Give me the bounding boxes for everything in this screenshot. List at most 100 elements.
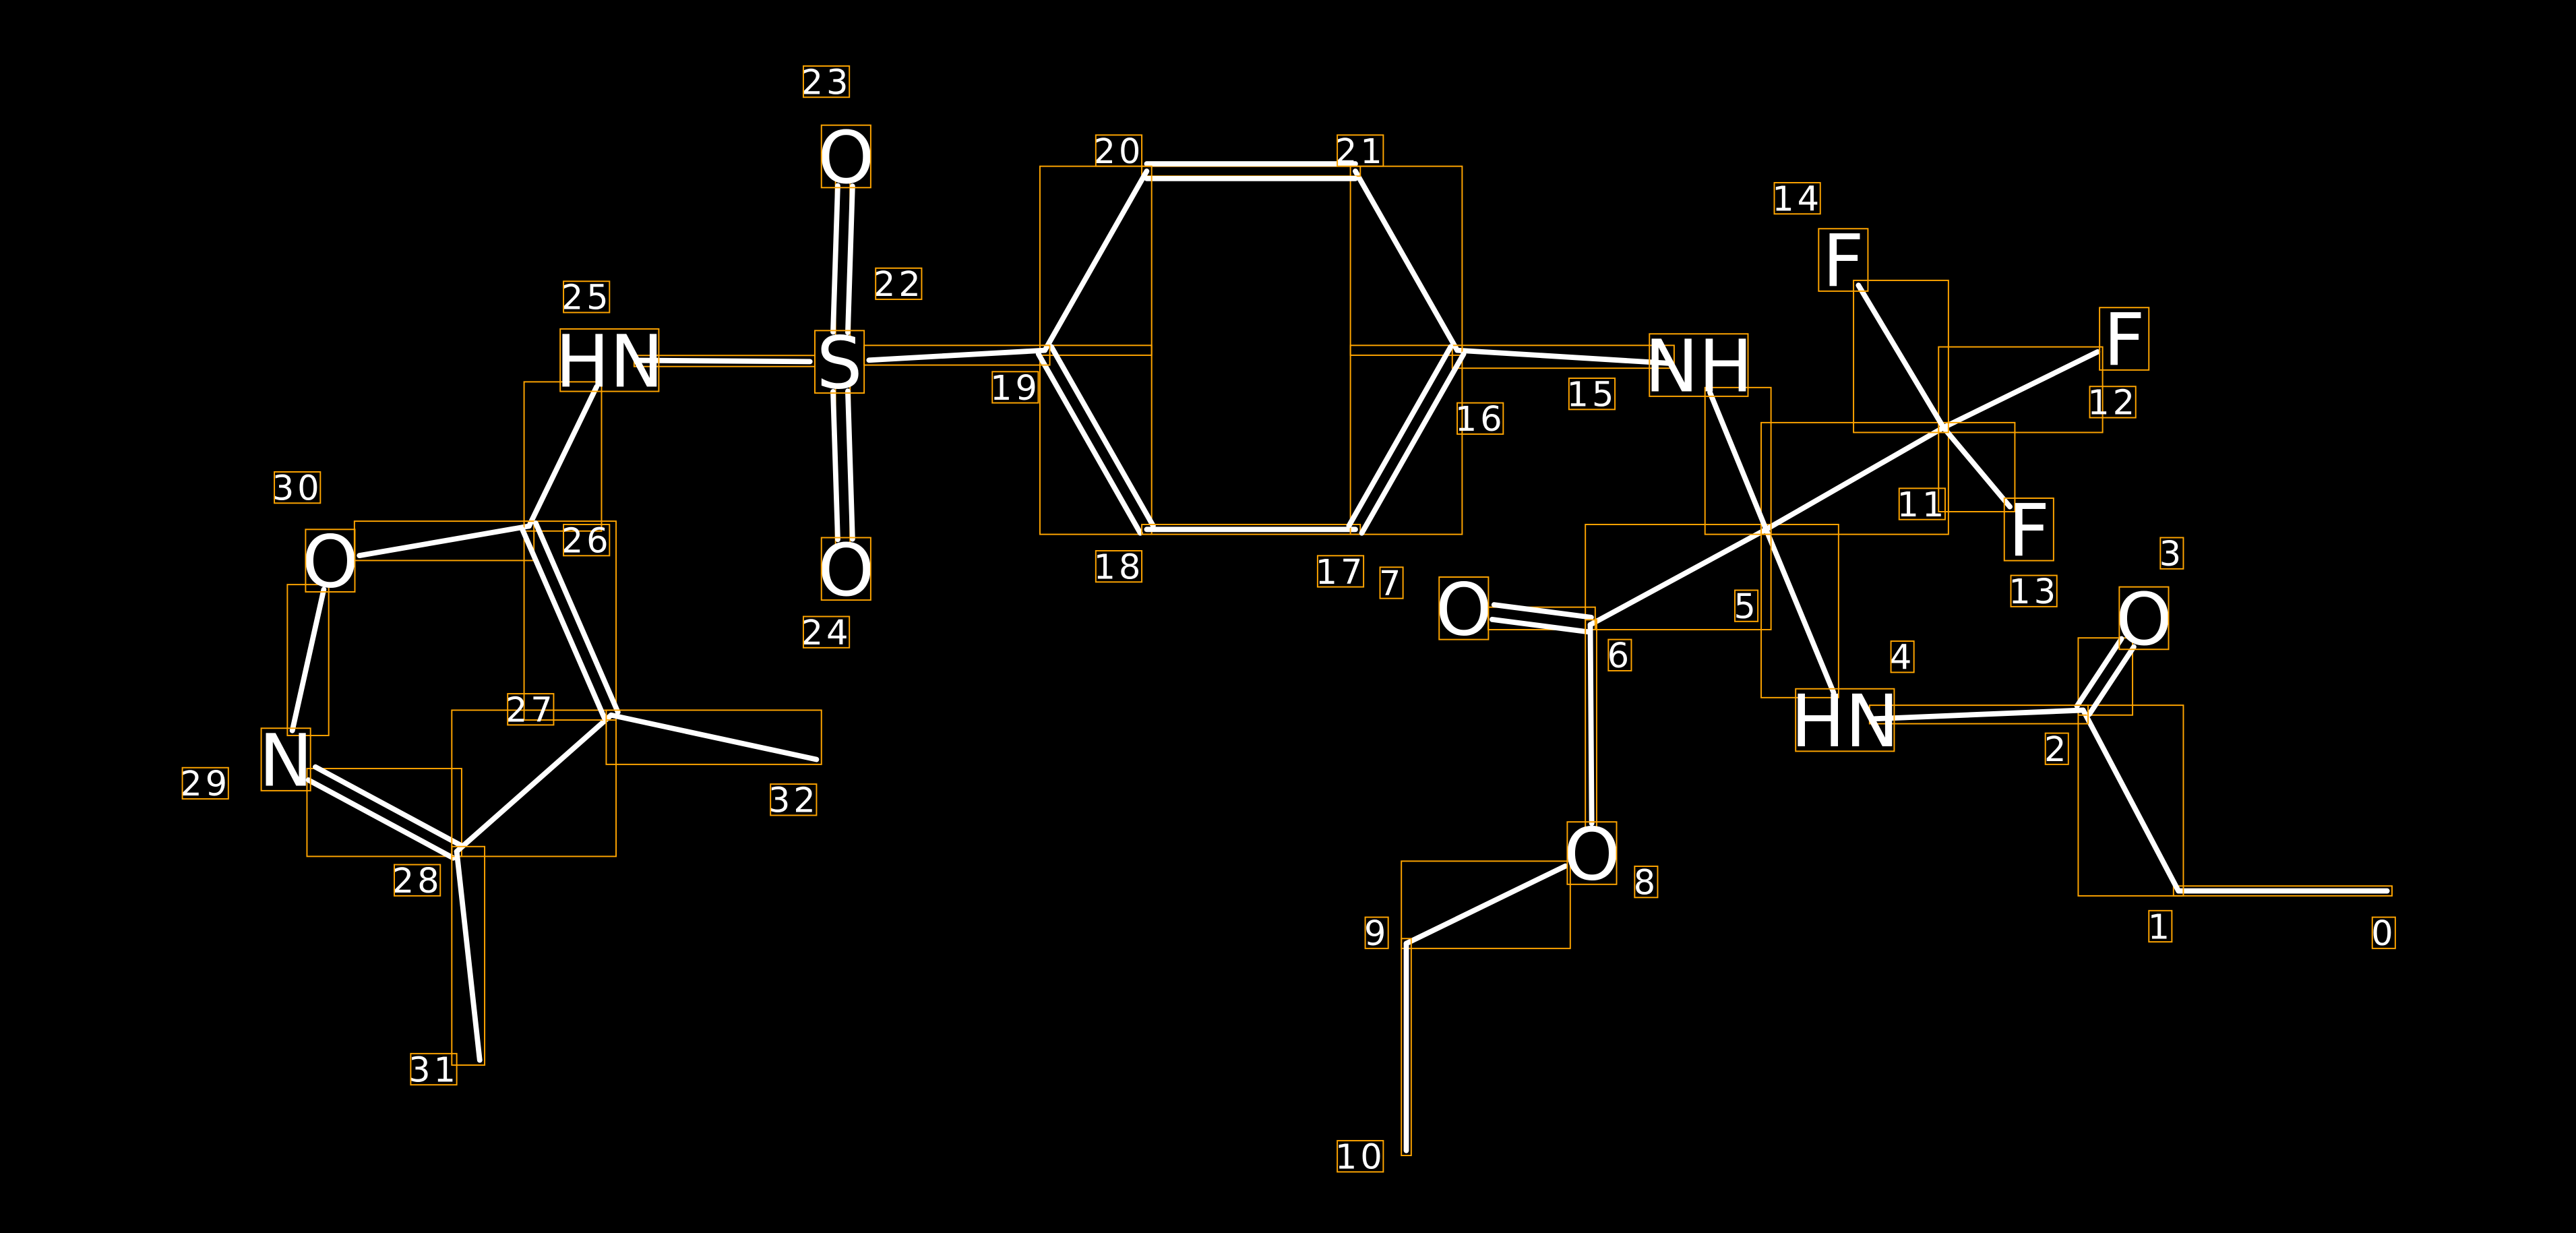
atom-index-box [394,864,441,897]
bond-line [866,347,1048,363]
bond-5-6 [1585,524,1772,630]
bond-bounding-box [1451,344,1675,369]
atom-index-label: 10 [1335,1137,1386,1178]
bond-11-13 [1938,421,2016,512]
bond-18-17 [1141,524,1361,535]
bonds-layer [286,161,2393,1156]
atom-symbol-box [820,537,871,601]
atom-index-box [1337,1140,1384,1173]
atom-index-label: 2 [2044,729,2069,770]
bond-line [1763,425,1946,533]
bond-line [2087,644,2137,717]
bond-line [2080,707,2182,894]
bond-5-15 [1704,386,1772,535]
bond-line [313,764,463,848]
atom-16: 16 [1455,399,1504,440]
bond-line [526,384,600,529]
atom-index-label: 9 [1364,913,1389,954]
atom-10: 10 [1335,1137,1386,1178]
atom-symbol-box [820,124,871,189]
atom-index-box [770,783,818,816]
atom-symbol: F [2008,489,2050,573]
bond-bounding-box [2172,885,2393,897]
atom-index-box [1095,134,1143,167]
atom-symbol: NH [1645,325,1753,409]
atom-index-box [802,65,851,98]
atom-index-label: 32 [768,781,819,821]
atom-index-label: 27 [505,690,556,731]
atom-index-label: 17 [1316,552,1366,593]
atom-symbol: N [259,719,313,804]
atom-symbol-box [1438,576,1490,640]
bond-bounding-box [2077,637,2134,716]
bond-line [1872,707,2086,722]
atom-index-label: 24 [801,613,852,653]
bond-bounding-box [1938,346,2104,433]
bond-line [533,520,621,715]
atom-index-box [1364,916,1389,949]
bond-line [454,712,614,854]
bond-bounding-box [1760,524,1839,698]
bond-line [2074,636,2124,709]
atom-symbol: O [1564,813,1620,897]
bond-bounding-box [306,768,462,858]
bond-0-1 [2172,885,2393,897]
bond-11-14 [1853,279,1949,433]
atom-index-box [410,1052,458,1086]
atom-index-label: 14 [1772,179,1822,219]
atom-index-label: 5 [1734,587,1758,627]
atom-index-label: 4 [1890,638,1915,678]
bond-line [830,183,840,335]
atom-index-box [1890,640,1915,673]
bond-bounding-box [1938,421,2016,512]
bond-line [1346,344,1454,529]
atom-symbol: O [2116,578,2172,662]
atom-index-label: 23 [801,62,852,102]
atom-1: 1 [2148,907,2173,947]
atom-5: 5 [1734,587,1759,627]
atom-index-box [875,267,923,301]
bond-5-11 [1760,421,1949,535]
bond-line [289,587,327,733]
atom-symbol: F [1822,220,1864,304]
bond-9-10 [1401,938,1412,1156]
bond-line [608,712,820,762]
atom-index-label: 25 [561,278,612,318]
atom-symbol-box [260,727,311,791]
atom-30: O30 [272,468,359,604]
atom-index-label: 11 [1897,485,1947,525]
atom-symbol-box [1649,333,1749,397]
bond-line [1490,616,1592,635]
atom-19: 19 [990,368,1039,409]
atom-symbol-box [2118,586,2170,651]
atom-index-label: 28 [392,861,443,901]
atom-26: 26 [561,520,611,561]
atom-index-box [507,693,555,726]
bond-line [1491,602,1594,620]
atom-32: 32 [768,781,819,821]
atom-index-label: 29 [180,764,231,804]
bond-line [1042,169,1150,353]
atom-6: 6 [1607,636,1632,676]
atom-index-box [1568,378,1616,411]
bond-line [845,183,855,336]
atom-symbol: S [817,322,863,406]
bond-line [1587,622,1595,826]
bond-4-5 [1760,524,1839,698]
bond-line [519,526,607,721]
bond-line [830,388,840,543]
bond-11-12 [1938,346,2104,433]
atom-index-box [563,524,611,557]
bond-line [636,357,813,365]
atom-symbol: HN [555,320,664,404]
atom-index-box [2159,537,2184,570]
bond-line [1940,349,2101,431]
atom-20: 20 [1094,131,1143,172]
bond-19-18 [1035,344,1156,536]
atom-17: 17 [1316,552,1366,593]
atom-symbol-box [305,529,356,593]
atom-symbol: O [818,529,874,613]
